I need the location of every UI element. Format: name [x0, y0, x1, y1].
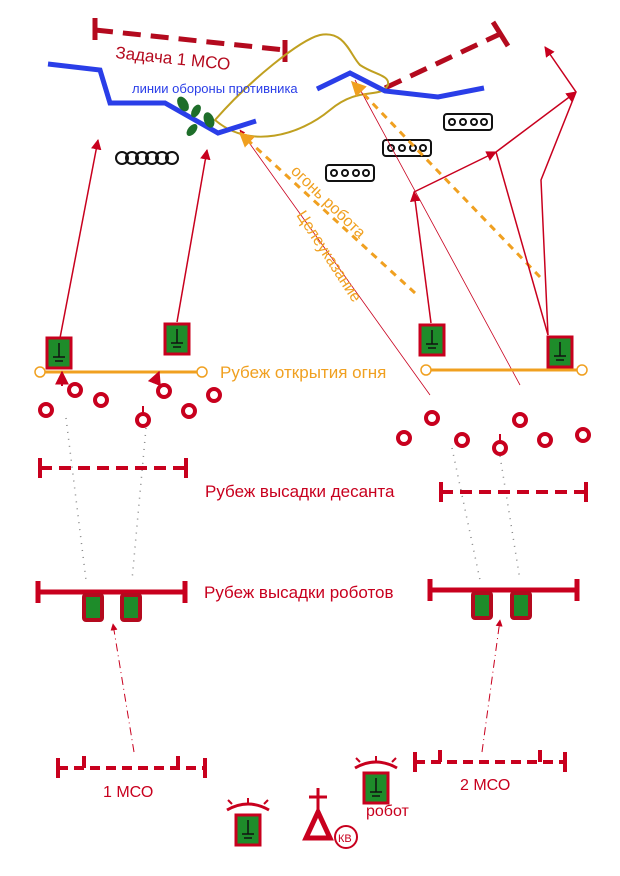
robot-symbol-3: [418, 323, 446, 357]
vegetation-icon: [177, 96, 215, 136]
target-designation-line: [239, 129, 431, 396]
task-label: Задача 1 МСО: [115, 43, 232, 74]
robot-attack-arrow-1: [59, 138, 102, 339]
robot-fire-arrow-2: [350, 80, 542, 279]
enemy-defense-label: линии обороны противника: [132, 81, 298, 96]
objective-area-outline: [213, 33, 390, 138]
command-post-icon: [302, 788, 358, 849]
task-boundary-left: [92, 18, 288, 62]
robot-attack-arrow-2: [176, 148, 211, 323]
unit-1-label: 1 МСО: [103, 784, 153, 801]
infantry-group-left: [38, 382, 222, 428]
enemy-target-3: [443, 113, 493, 131]
task-boundary-right: [383, 20, 511, 91]
landing-robots-line-left: [35, 581, 188, 603]
robot-operator-icon-1: [354, 756, 398, 805]
robot-attack-arrow-4: [413, 151, 497, 193]
robot-attack-arrow-7: [495, 91, 577, 153]
advance-arrow-right: [481, 619, 503, 753]
robot-symbol-1: [45, 336, 73, 370]
robot-carrier-left: [82, 593, 142, 622]
landing-troops-line-right: [439, 482, 588, 502]
advance-arrow-left: [110, 623, 135, 753]
enemy-target-1: [325, 164, 375, 182]
landing-troops-line-left: [38, 458, 188, 478]
enemy-target-2: [382, 139, 432, 157]
fire-line-marker-arrow-2: [147, 370, 161, 387]
landing-robots-label: Рубеж высадки роботов: [204, 583, 394, 602]
robot-attack-arrow-5: [495, 151, 549, 336]
dotted-guides: [65, 417, 521, 581]
start-position-1-mso: [56, 756, 207, 778]
robot-operator-icon-2: [226, 798, 270, 847]
robot-symbol-4: [546, 335, 574, 369]
robot-attack-arrow-6: [540, 46, 577, 336]
command-post-label: КВ: [338, 833, 352, 845]
robot-carrier-right: [471, 591, 532, 620]
landing-troops-label: Рубеж высадки десанта: [205, 482, 395, 501]
enemy-defense-line-left: [47, 61, 257, 136]
landing-robots-line-right: [427, 579, 580, 601]
enemy-defense-line-right: [315, 70, 485, 100]
start-position-2-mso: [413, 750, 567, 772]
fire-opening-line-right: [420, 364, 588, 376]
robot-attack-arrow-3: [410, 190, 432, 324]
unit-2-label: 2 МСО: [460, 777, 510, 794]
target-designation-line-2: [354, 79, 521, 386]
robot-label: робот: [366, 803, 410, 820]
robot-fire-arrow-1: [238, 131, 417, 295]
robot-symbol-2: [163, 322, 191, 356]
infantry-group-right: [396, 410, 591, 456]
fire-line-label: Рубеж открытия огня: [220, 363, 386, 382]
wire-obstacle-icon: [115, 151, 179, 165]
robot-fire-label: огонь робота: [287, 163, 368, 242]
